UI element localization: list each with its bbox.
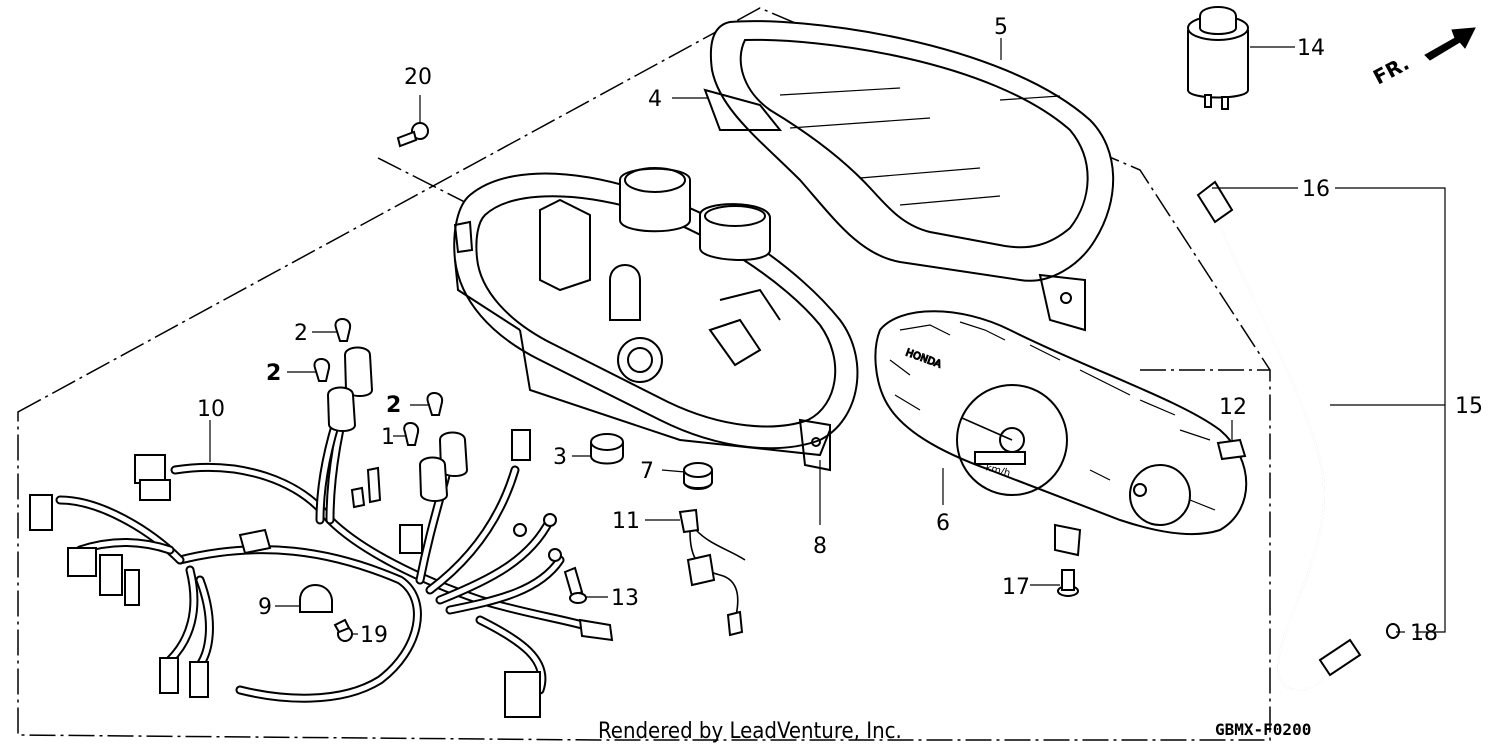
callout-16: 16	[1302, 177, 1330, 202]
cap-part-3	[590, 433, 624, 465]
socket-part-12	[1216, 438, 1247, 461]
front-direction-indicator: FR.	[1369, 27, 1476, 90]
render-watermark: Rendered by LeadVenture, Inc.	[598, 719, 902, 744]
lens-cover	[703, 20, 1115, 332]
screw-part-13	[563, 566, 587, 604]
callout-12: 12	[1219, 395, 1247, 420]
bulb-2c	[426, 392, 444, 416]
bulb-2b	[313, 358, 331, 382]
callout-15: 15	[1455, 394, 1483, 419]
callout-8: 8	[813, 534, 827, 559]
callout-17: 17	[1002, 575, 1030, 600]
washer-part-18	[1386, 623, 1400, 639]
bulb-2a	[334, 318, 352, 342]
callout-1: 1	[381, 425, 395, 450]
callout-7: 7	[640, 459, 654, 484]
callout-2a: 2	[294, 321, 308, 346]
callout-4: 4	[648, 87, 662, 112]
relay-unit	[1187, 6, 1249, 110]
callout-18: 18	[1410, 621, 1438, 646]
instrument-panel: HONDA km/h	[874, 310, 1248, 557]
meter-case	[453, 167, 859, 472]
screw-part-20	[396, 122, 429, 148]
callout-20: 20	[404, 65, 432, 90]
callout-19: 19	[360, 623, 388, 648]
diagram-code: GBMX-F0200	[1215, 720, 1311, 739]
callout-2c: 2	[386, 393, 401, 418]
callout-3: 3	[553, 445, 567, 470]
callout-5: 5	[994, 15, 1008, 40]
callout-10: 10	[197, 397, 225, 422]
callout-labels: 1 2 2 2 3 4 5 6 7 8 9 10 11 12 13 14 15 …	[197, 15, 1483, 648]
bulb-1	[403, 422, 420, 446]
callout-13: 13	[611, 586, 639, 611]
callout-14: 14	[1297, 36, 1325, 61]
clamp-part-9	[299, 584, 333, 613]
callout-9: 9	[258, 595, 272, 620]
grommet-part-7	[683, 462, 713, 490]
screw-part-19	[333, 618, 353, 642]
speedometer-cable	[1196, 180, 1362, 692]
wire-harness	[29, 346, 614, 718]
callout-6: 6	[936, 511, 950, 536]
callout-2b: 2	[266, 361, 281, 386]
callout-11: 11	[612, 509, 640, 534]
screw-part-17	[1057, 569, 1079, 597]
socket-part-11	[678, 508, 746, 637]
front-label: FR.	[1369, 51, 1413, 90]
leader-lines	[209, 38, 1446, 635]
